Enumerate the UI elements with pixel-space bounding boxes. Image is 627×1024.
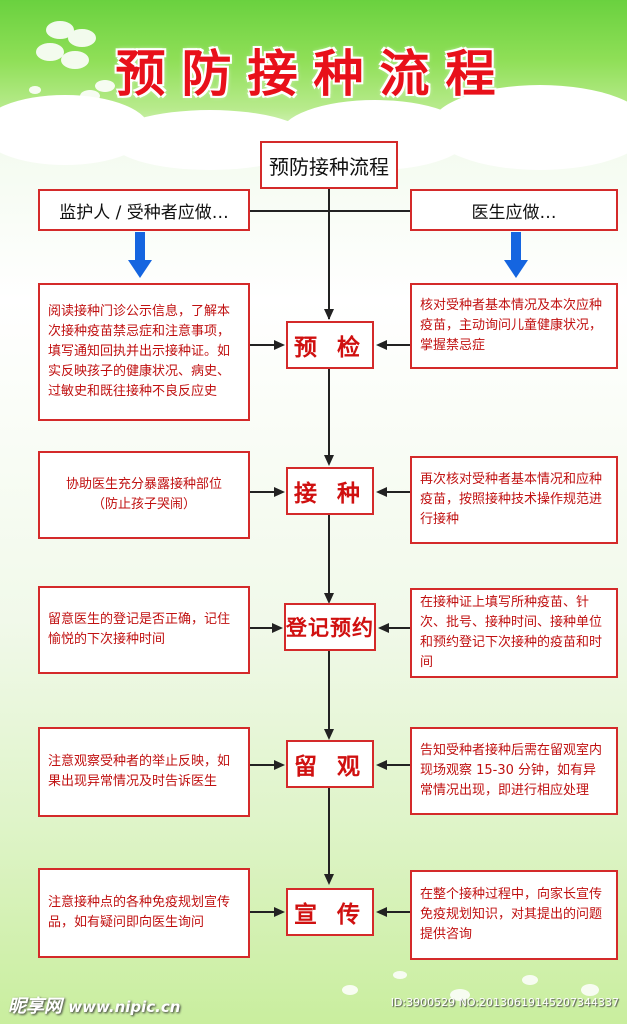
arrow-head: [376, 340, 387, 350]
guardian-note-2: 协助医生充分暴露接种部位 （防止孩子哭闹）: [38, 451, 250, 539]
blue-down-arrow-icon: [128, 232, 152, 278]
connector-line: [250, 764, 274, 766]
arrow-head: [324, 593, 334, 604]
connector-line: [386, 911, 410, 913]
doctor-note-3: 在接种证上填写所种疫苗、针次、批号、接种时间、接种单位和预约登记下次接种的疫苗和…: [410, 588, 618, 678]
doctor-note-2: 再次核对受种者基本情况和应种疫苗，按照接种技术操作规范进行接种: [410, 456, 618, 544]
arrow-head: [376, 907, 387, 917]
guardian-note-5: 注意接种点的各种免疫规划宣传品，如有疑问即向医生询问: [38, 868, 250, 958]
arrow-head: [324, 729, 334, 740]
step-box-4: 留 观: [286, 740, 374, 788]
arrow-head: [324, 455, 334, 466]
connector-line: [328, 515, 330, 595]
arrow-head: [274, 907, 285, 917]
connector-line: [328, 788, 330, 876]
arrow-head: [274, 340, 285, 350]
connector-line: [386, 344, 410, 346]
watermark-id: ID:3900529 NO:20130619145207344337: [390, 996, 619, 1009]
connector-line: [250, 344, 274, 346]
doctor-note-1: 核对受种者基本情况及本次应种疫苗，主动询问儿童健康状况，掌握禁忌症: [410, 283, 618, 369]
flow-root-box: 预防接种流程: [260, 141, 398, 189]
connector-line: [386, 764, 410, 766]
page-title: 预防接种流程: [115, 44, 512, 103]
connector-line: [388, 627, 410, 629]
step-box-2: 接 种: [286, 467, 374, 515]
guardian-note-3: 留意医生的登记是否正确，记住愉悦的下次接种时间: [38, 586, 250, 674]
arrow-head: [272, 623, 283, 633]
blue-down-arrow-icon: [504, 232, 528, 278]
connector-line: [250, 627, 272, 629]
connector-line: [328, 189, 330, 319]
flower-decoration-icon: [29, 21, 115, 102]
doctor-note-5: 在整个接种过程中，向家长宣传免疫规划知识，对其提出的问题提供咨询: [410, 870, 618, 960]
watermark-logo: 昵享网 www.nipic.cn: [8, 996, 181, 1017]
arrow-head: [376, 487, 387, 497]
arrow-head: [324, 309, 334, 320]
doctor-note-4: 告知受种者接种后需在留观室内现场观察 15-30 分钟，如有异常情况出现，即进行…: [410, 727, 618, 815]
guardian-note-1: 阅读接种门诊公示信息，了解本次接种疫苗禁忌症和注意事项，填写通知回执并出示接种证…: [38, 283, 250, 421]
step-box-5: 宣 传: [286, 888, 374, 936]
leaf-decoration-icon: [342, 971, 599, 1001]
connector-line: [250, 210, 410, 212]
guardian-header-box: 监护人 / 受种者应做…: [38, 189, 250, 231]
step-box-3: 登记预约: [284, 603, 376, 651]
arrow-head: [274, 487, 285, 497]
cloud-decoration: [430, 85, 627, 170]
connector-line: [386, 491, 410, 493]
arrow-head: [376, 760, 387, 770]
arrow-head: [274, 760, 285, 770]
doctor-header-box: 医生应做…: [410, 189, 618, 231]
connector-line: [250, 491, 274, 493]
connector-line: [328, 651, 330, 731]
connector-line: [328, 369, 330, 455]
arrow-head: [324, 874, 334, 885]
guardian-note-4: 注意观察受种者的举止反映，如果出现异常情况及时告诉医生: [38, 727, 250, 817]
arrow-head: [378, 623, 389, 633]
step-box-1: 预 检: [286, 321, 374, 369]
connector-line: [250, 911, 274, 913]
